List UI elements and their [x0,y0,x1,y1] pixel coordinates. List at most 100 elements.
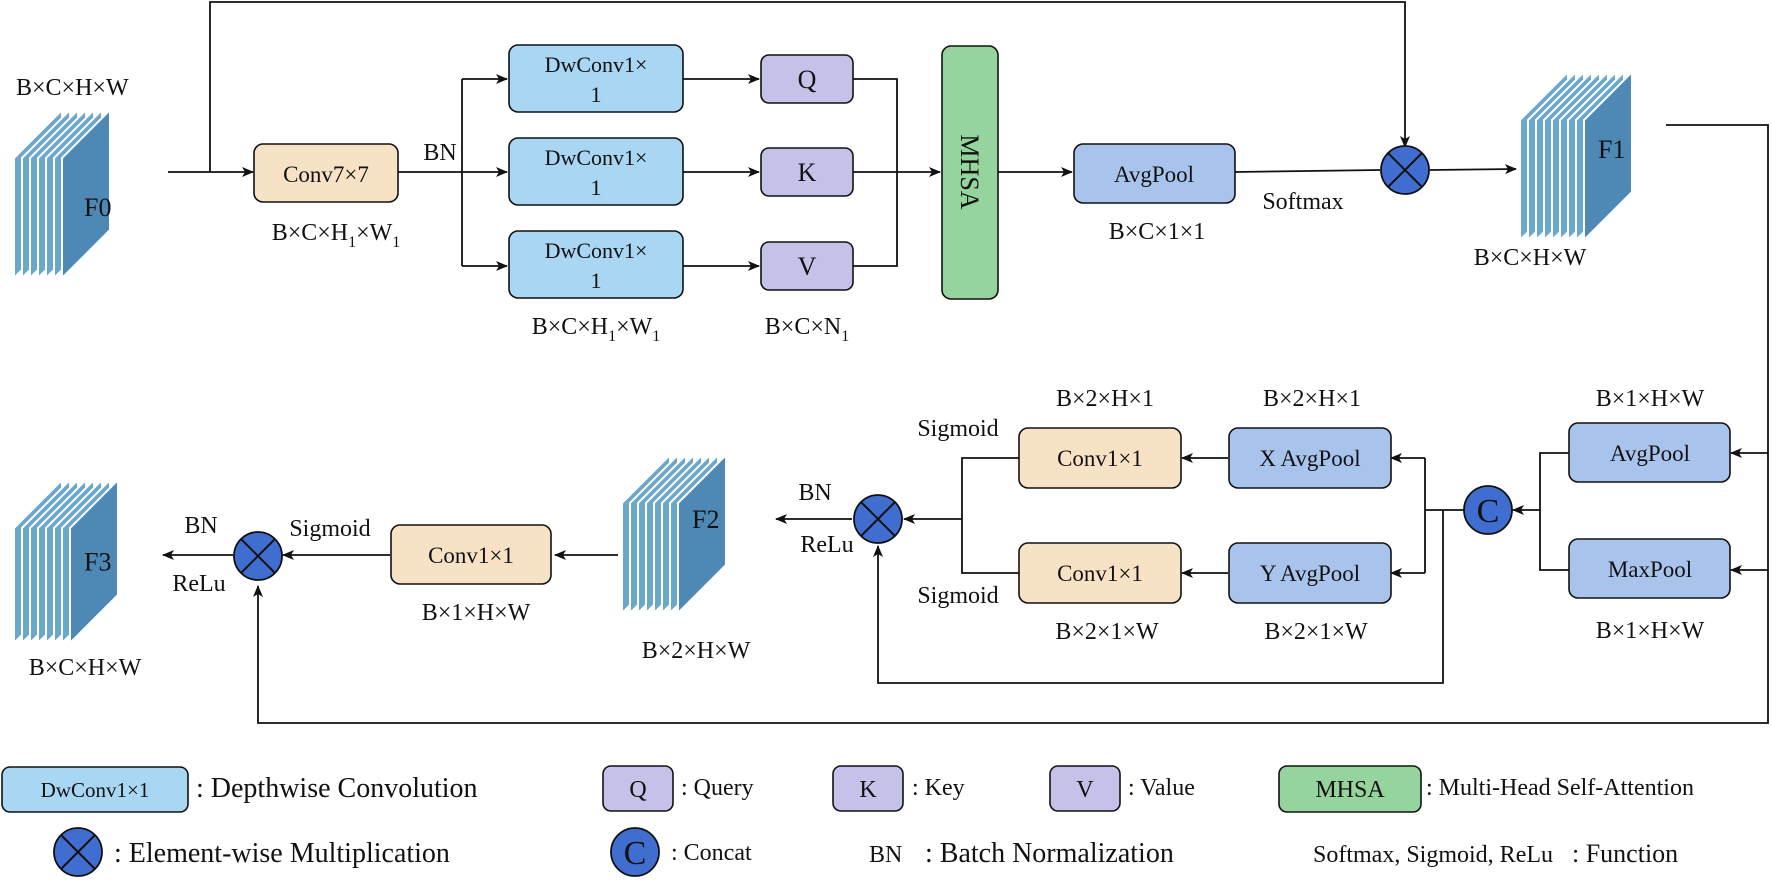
conv1x1-top-block [1018,427,1182,489]
conv1x1-bottom-label: Conv1×1 [1057,561,1143,586]
feature-map-f2: F2 [621,452,727,616]
conv-merge-line [961,457,1019,574]
dwconv-block-q: DwConv1× 1 [508,44,684,113]
avgpool-bottom-label: AvgPool [1610,441,1690,466]
legend-multiply-desc: : Element-wise Multiplication [114,838,450,869]
multiply-op-left [233,531,283,581]
dwconv-v-line2: 1 [591,268,602,293]
legend-bn-key: BN [869,842,902,868]
feature-map-f0: F0 [13,107,111,281]
legend-q-desc: : Query [681,775,754,801]
conv-f3-shape-label: B×1×H×W [422,600,531,626]
sigmoid-top-label: Sigmoid [917,416,998,442]
conv7-shape-label: B×C×H1×W1 [272,220,401,251]
legend-concat-icon: C [610,827,660,877]
q-label: Q [798,65,817,94]
avgpool-bottom-shape-label: B×1×H×W [1596,386,1705,412]
f0-label: F0 [84,193,111,222]
conv1x1-f3-block [390,524,552,585]
feature-layer [61,107,111,281]
maxpool-block [1568,538,1731,599]
feature-layer [677,452,727,616]
x-avgpool-label: X AvgPool [1259,446,1360,471]
f2-label: F2 [692,505,719,534]
mhsa-block [941,45,999,300]
legend-v-label: V [1076,777,1094,803]
legend-dwconv-label: DwConv1×1 [41,778,150,802]
f1-shape-label: B×C×H×W [1474,245,1587,271]
concat-label: C [1477,493,1500,530]
avgpool-top-label: AvgPool [1114,162,1194,187]
dwconv-k-line2: 1 [591,175,602,200]
legend-func-key: Softmax, Sigmoid, ReLu [1313,842,1553,868]
dwconv-q-line1: DwConv1× [545,52,648,77]
conv7x7-label: Conv7×7 [283,162,369,187]
legend-concat-desc: : Concat [671,840,752,866]
concat-op: C [1463,485,1513,535]
legend-k-label: K [859,777,877,803]
legend-bn-desc: : Batch Normalization [925,838,1174,869]
legend-q-box [602,765,674,812]
sigmoid-bottom-label: Sigmoid [917,583,998,609]
dwconv-block-k: DwConv1× 1 [508,137,684,206]
multiply-to-f1-arrow [1429,164,1517,175]
legend-concat-label: C [624,835,647,872]
feature-layer [69,477,119,646]
conv1x1-bottom-block [1018,542,1182,604]
legend-v-desc: : Value [1128,775,1195,801]
x-avgpool-block [1228,427,1392,489]
avgpool-top-shape-label: B×C×1×1 [1109,219,1206,245]
legend-mhsa-desc: : Multi-Head Self-Attention [1426,775,1694,801]
legend: DwConv1×1 : Depthwise Convolution Q : Qu… [1,765,1694,877]
xavg-shape-label: B×2×H×1 [1263,386,1361,412]
bn-label-top: BN [423,140,456,166]
y-avgpool-label: Y AvgPool [1260,561,1360,586]
conv1x1-top-label: Conv1×1 [1057,446,1143,471]
avgpool-to-multiply-line [1234,169,1381,173]
qkv-shape-label: B×C×N1 [765,314,849,345]
dwconv-v-line1: DwConv1× [545,238,648,263]
top-row-connections [168,1,1769,724]
v-block [760,241,854,291]
softmax-label: Softmax [1262,189,1343,215]
bn-label-f3: BN [184,513,217,539]
conv1x1-f3-label: Conv1×1 [428,543,514,568]
f1-label: F1 [1598,135,1625,164]
concat-return-arrow [873,510,1444,684]
legend-k-desc: : Key [912,775,965,801]
feature-map-f3: F3 [13,477,119,646]
f0-skip-to-multiply-arrow [209,1,1410,172]
k-block [760,147,854,197]
multiply-op-mid [853,494,903,544]
relu-label-f3: ReLu [172,571,225,597]
conv-top-shape-label: B×2×H×1 [1056,386,1154,412]
feature-map-f1: F1 [1519,69,1633,243]
y-avgpool-block [1228,542,1392,604]
bottom-row-connections [162,452,1569,684]
pools-merge-line [1539,452,1569,571]
maxpool-shape-label: B×1×H×W [1596,618,1705,644]
mhsa-label: MHSA [955,134,984,209]
dwconv-block-v: DwConv1× 1 [508,230,684,299]
multiply-op-top [1380,145,1430,195]
bn-label-f2: BN [798,480,831,506]
avgpool-top-block [1073,143,1236,204]
conv7x7-block [253,143,399,203]
legend-dwconv-desc: : Depthwise Convolution [196,773,478,804]
yavg-shape-label: B×2×1×W [1264,619,1368,645]
q-block [760,54,854,104]
relu-label-f2: ReLu [800,532,853,558]
dwconv-k-line1: DwConv1× [545,145,648,170]
legend-dwconv-box [1,766,189,813]
v-label: V [798,252,817,281]
k-label: K [798,158,817,187]
sigmoid-f3-label: Sigmoid [289,516,370,542]
dwconv-q-line2: 1 [591,82,602,107]
legend-multiply-icon [53,827,103,877]
maxpool-label: MaxPool [1608,557,1692,582]
legend-func-desc: : Function [1572,839,1678,868]
legend-mhsa-label: MHSA [1315,777,1385,803]
legend-v-box [1049,765,1121,812]
f2-shape-label: B×2×H×W [642,638,751,664]
